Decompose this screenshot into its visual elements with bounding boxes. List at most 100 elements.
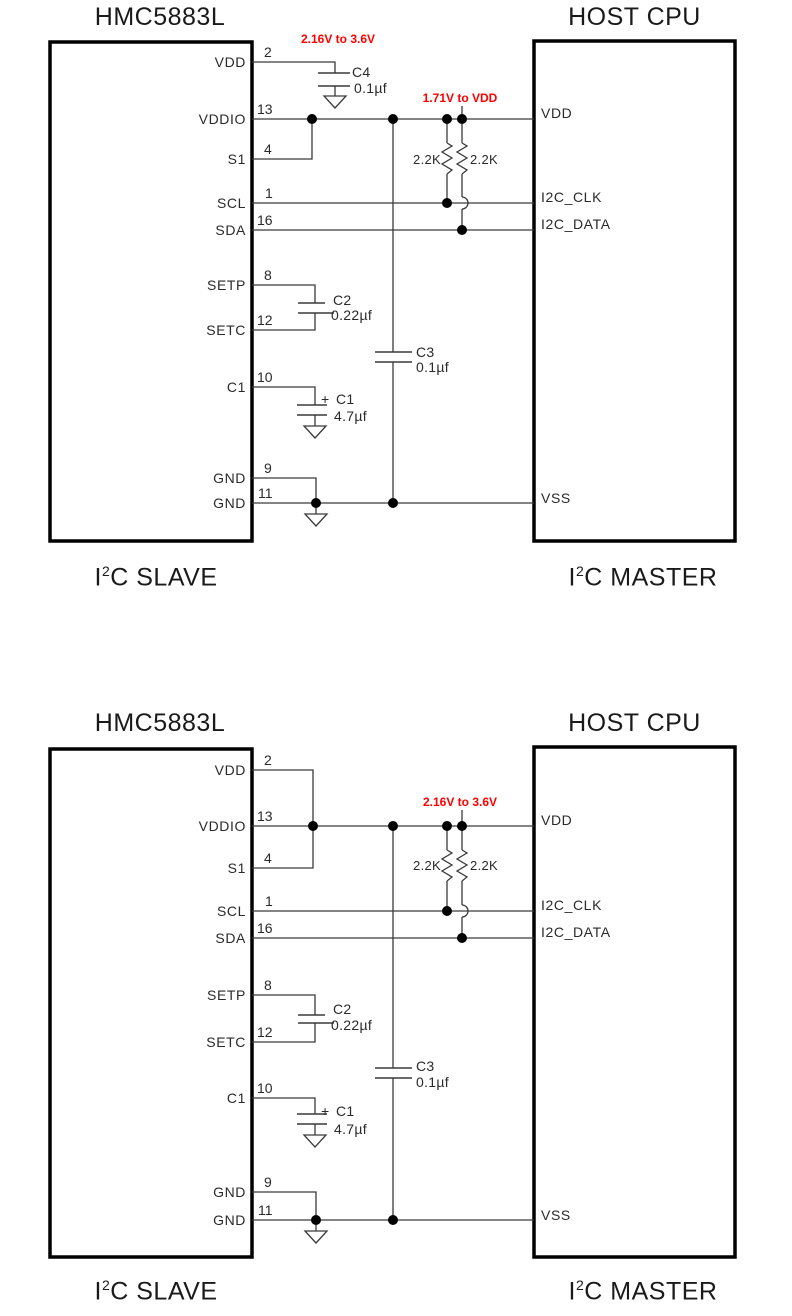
hpin-label-vdd: VDD [541, 812, 573, 828]
pin-num-9: 9 [264, 460, 272, 476]
slave-box [48, 40, 254, 543]
wire-setc [252, 313, 316, 331]
r-sda-value: 2.2K [470, 858, 498, 873]
r-scl-value: 2.2K [413, 152, 441, 167]
wire-hop [461, 196, 469, 210]
pin-num-8: 8 [264, 267, 272, 283]
pin-num-13: 13 [257, 808, 273, 824]
wire-setp [252, 994, 316, 1015]
pin-num-4: 4 [264, 141, 272, 157]
r-scl-value: 2.2K [413, 858, 441, 873]
pin-num-11: 11 [258, 1202, 273, 1218]
pin-label-sda: SDA [215, 930, 246, 946]
pin-label-vddio: VDDIO [198, 111, 246, 127]
pin-num-2: 2 [264, 44, 272, 60]
ground-symbol [322, 95, 348, 109]
c3-ref: C3 [416, 1058, 435, 1074]
hpin-label-vdd: VDD [541, 105, 573, 121]
role-sup: 2 [575, 1277, 585, 1293]
pin-label-s1: S1 [227, 151, 246, 167]
pin-label-setc: SETC [206, 1034, 246, 1050]
c1-value: 4.7µf [334, 408, 367, 424]
hpin-label-vss: VSS [541, 490, 571, 506]
resistor-sda-body [455, 142, 469, 175]
vddio-supply-annotation: 1.71V to VDD [422, 91, 498, 105]
slave-role-label: I2C SLAVE [50, 1271, 262, 1305]
pin-label-setp: SETP [207, 987, 246, 1003]
pin-label-scl: SCL [216, 903, 246, 919]
pin-num-12: 12 [257, 1024, 273, 1040]
resistor-scl-body [440, 849, 454, 882]
c1-polarity: + [321, 1103, 330, 1119]
c2-ref: C2 [333, 292, 352, 308]
pin-num-12: 12 [257, 312, 273, 328]
slave-role-label: I2C SLAVE [50, 557, 262, 591]
pin-label-sda: SDA [215, 222, 246, 238]
pin-label-vddio: VDDIO [198, 818, 246, 834]
pin-num-16: 16 [257, 920, 273, 936]
c3-value: 0.1µf [416, 359, 449, 375]
ground-symbol [302, 1134, 328, 1148]
junction-dots [308, 821, 467, 1225]
slave-box [48, 747, 254, 1259]
hpin-label-vss: VSS [541, 1207, 571, 1223]
pin-num-8: 8 [264, 977, 272, 993]
host-role-label: I2C MASTER [534, 557, 752, 591]
role-text: C SLAVE [110, 563, 218, 592]
wire-s1 [252, 119, 313, 160]
pin-num-9: 9 [264, 1174, 272, 1190]
hpin-label-i2c-clk: I2C_CLK [541, 189, 603, 205]
ground-symbol [303, 513, 329, 527]
wire-c1 [252, 1097, 316, 1114]
role-sup: 2 [101, 563, 111, 579]
hpin-label-i2c-data: I2C_DATA [541, 924, 611, 940]
pin-label-setp: SETP [207, 277, 246, 293]
role-text: I [568, 563, 576, 592]
pin-num-1: 1 [265, 893, 273, 909]
wire-vdd-s1-tie [252, 769, 314, 869]
pin-label-gnd11: GND [213, 1212, 246, 1228]
vddio-supply-annotation: 2.16V to 3.6V [422, 795, 498, 809]
pin-num-1: 1 [265, 185, 273, 201]
pin-label-vdd: VDD [214, 54, 246, 70]
role-text: C SLAVE [110, 1277, 218, 1306]
pin-num-2: 2 [264, 752, 272, 768]
slave-title: HMC5883L [94, 709, 226, 737]
hpin-label-i2c-clk: I2C_CLK [541, 897, 603, 913]
pin-label-gnd9: GND [213, 470, 246, 486]
wire-gnd9 [252, 477, 317, 503]
pin-label-scl: SCL [216, 195, 246, 211]
r-sda-value: 2.2K [470, 152, 498, 167]
role-text: C MASTER [584, 1277, 718, 1306]
role-text: I [94, 563, 102, 592]
top-diagram-wires [48, 39, 737, 543]
ground-symbol [303, 1230, 329, 1244]
resistor-sda-body [455, 849, 469, 882]
c4-value: 0.1µf [354, 80, 387, 96]
bottom-diagram-wires [48, 745, 737, 1259]
pin-num-4: 4 [264, 850, 272, 866]
pin-num-10: 10 [257, 369, 273, 385]
c2-value: 0.22µf [331, 307, 373, 323]
c3-ref: C3 [416, 344, 435, 360]
c2-ref: C2 [333, 1001, 352, 1017]
wire-hop [461, 904, 469, 918]
pin-num-10: 10 [257, 1080, 273, 1096]
role-text: I [568, 1277, 576, 1306]
resistor-scl-body [440, 142, 454, 175]
wire-setp [252, 284, 316, 303]
role-text: C MASTER [584, 563, 718, 592]
role-text: I [94, 1277, 102, 1306]
c4-ref: C4 [352, 64, 371, 80]
vdd-supply-annotation: 2.16V to 3.6V [300, 32, 376, 46]
c1-value: 4.7µf [334, 1121, 367, 1137]
c1-polarity: + [321, 391, 330, 407]
wire-gnd9 [252, 1191, 317, 1220]
host-title: HOST CPU [568, 709, 701, 737]
host-role-label: I2C MASTER [534, 1271, 752, 1305]
ground-symbol [302, 425, 328, 439]
pin-num-13: 13 [257, 101, 273, 117]
pin-label-gnd9: GND [213, 1184, 246, 1200]
slave-title: HMC5883L [94, 3, 226, 31]
